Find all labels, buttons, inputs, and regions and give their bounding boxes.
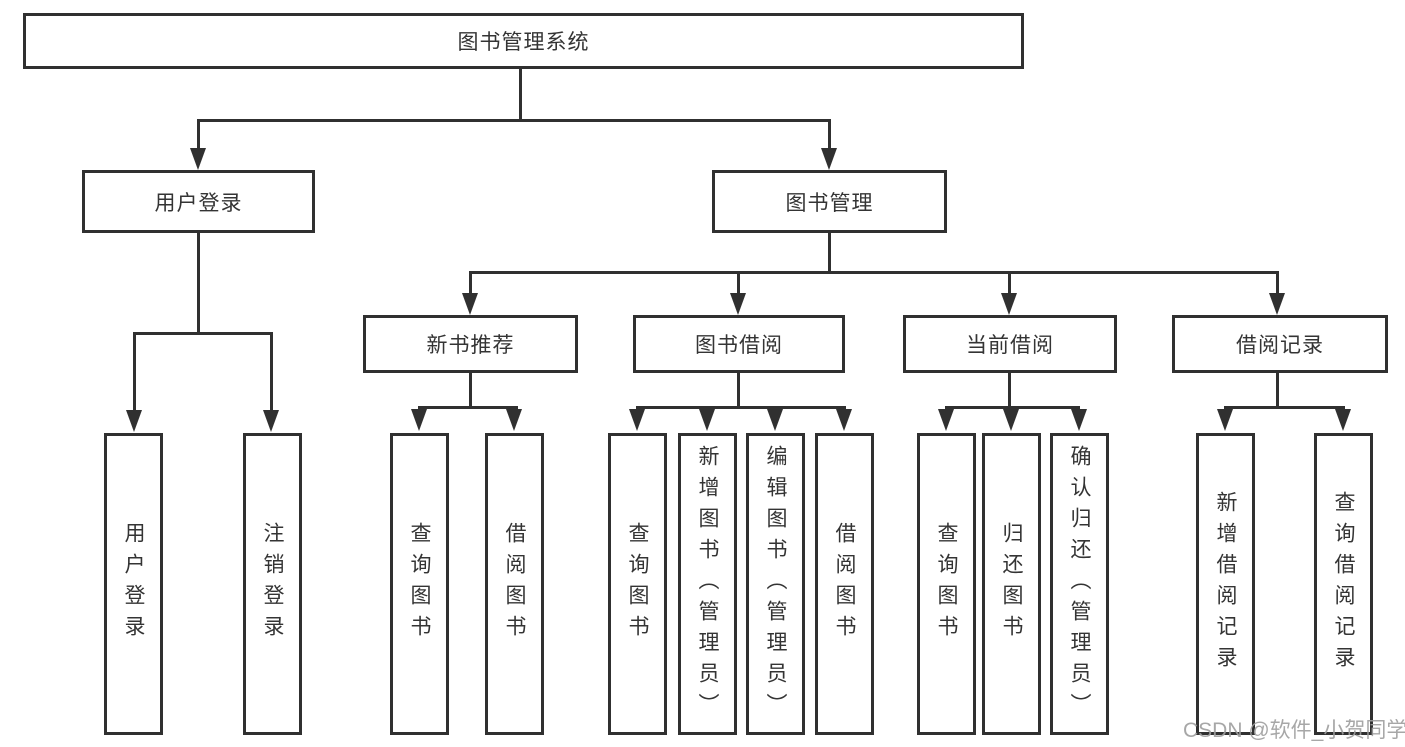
arrow-down-icon (411, 409, 427, 431)
connector-line (636, 406, 846, 409)
node-label: 图书管理系统 (457, 31, 590, 54)
connector-line (418, 406, 518, 409)
connector-line (1276, 373, 1279, 409)
node-label: 查询图书 (408, 522, 431, 646)
connector-line (1008, 271, 1011, 295)
arrow-down-icon (767, 409, 783, 431)
node-label: 借阅图书 (833, 522, 856, 646)
node-label: 查询图书 (626, 522, 649, 646)
node-label: 用户登录 (122, 522, 145, 646)
leaf-return-books: 归还图书 (982, 433, 1041, 735)
leaf-query-books-borrowing: 查询图书 (608, 433, 667, 735)
arrow-down-icon (506, 409, 522, 431)
connector-line (197, 233, 200, 335)
node-label: 图书借阅 (695, 334, 783, 357)
node-library-management-system: 图书管理系统 (23, 13, 1024, 69)
arrow-down-icon (699, 409, 715, 431)
connector-line (133, 332, 273, 335)
node-label: 借阅图书 (503, 522, 526, 646)
connector-line (469, 271, 1279, 274)
leaf-borrow-books-borrowing: 借阅图书 (815, 433, 874, 735)
leaf-query-books-current: 查询图书 (917, 433, 976, 735)
arrow-down-icon (821, 148, 837, 170)
leaf-query-books-recommend: 查询图书 (390, 433, 449, 735)
node-label: 新增借阅记录 (1214, 491, 1237, 677)
node-label: 注销登录 (261, 522, 284, 646)
node-label: 编辑图书（管理员） (764, 444, 787, 724)
node-book-management: 图书管理 (712, 170, 947, 233)
csdn-watermark: CSDN @软件_小贺同学 (1183, 719, 1405, 742)
leaf-add-borrow-record: 新增借阅记录 (1196, 433, 1255, 735)
node-label: 归还图书 (1000, 522, 1023, 646)
leaf-add-books-admin: 新增图书（管理员） (678, 433, 737, 735)
arrow-down-icon (730, 293, 746, 315)
leaf-edit-books-admin: 编辑图书（管理员） (746, 433, 805, 735)
leaf-borrow-books-recommend: 借阅图书 (485, 433, 544, 735)
connector-line (828, 233, 831, 274)
connector-line (519, 69, 522, 122)
node-label: 图书管理 (785, 191, 874, 215)
connector-line (737, 271, 740, 295)
leaf-confirm-return-admin: 确认归还（管理员） (1050, 433, 1109, 735)
arrow-down-icon (1071, 409, 1087, 431)
connector-line (1008, 373, 1011, 409)
node-label: 借阅记录 (1236, 334, 1324, 357)
node-label: 当前借阅 (966, 334, 1054, 357)
leaf-user-login: 用户登录 (104, 433, 163, 735)
node-label: 新增图书（管理员） (696, 444, 719, 724)
connector-line (1224, 406, 1345, 409)
arrow-down-icon (629, 409, 645, 431)
arrow-down-icon (836, 409, 852, 431)
arrow-down-icon (938, 409, 954, 431)
arrow-down-icon (1001, 293, 1017, 315)
connector-line (469, 271, 472, 295)
connector-line (828, 119, 831, 150)
node-borrowing-records: 借阅记录 (1172, 315, 1388, 373)
connector-line (737, 373, 740, 409)
arrow-down-icon (190, 148, 206, 170)
arrow-down-icon (462, 293, 478, 315)
connector-line (469, 373, 472, 409)
arrow-down-icon (1217, 409, 1233, 431)
arrow-down-icon (1335, 409, 1351, 431)
node-label: 确认归还（管理员） (1068, 444, 1091, 724)
arrow-down-icon (126, 410, 142, 432)
node-label: 用户登录 (154, 191, 243, 215)
node-new-book-recommendation: 新书推荐 (363, 315, 578, 373)
node-current-borrowing: 当前借阅 (903, 315, 1117, 373)
node-book-borrowing: 图书借阅 (633, 315, 845, 373)
node-label: 查询图书 (935, 522, 958, 646)
connector-line (197, 119, 831, 122)
arrow-down-icon (1003, 409, 1019, 431)
connector-line (197, 119, 200, 150)
connector-line (270, 332, 273, 411)
arrow-down-icon (1269, 293, 1285, 315)
connector-line (133, 332, 136, 411)
node-user-login: 用户登录 (82, 170, 315, 233)
leaf-query-borrow-record: 查询借阅记录 (1314, 433, 1373, 735)
node-label: 查询借阅记录 (1332, 491, 1355, 677)
leaf-logout: 注销登录 (243, 433, 302, 735)
arrow-down-icon (263, 410, 279, 432)
connector-line (1276, 271, 1279, 295)
connector-line (945, 406, 1080, 409)
node-label: 新书推荐 (426, 334, 515, 357)
